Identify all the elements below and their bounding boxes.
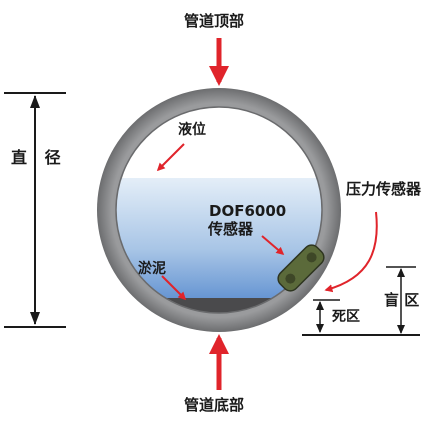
pressure-sensor-arrow [324,211,378,293]
pipe-inner-edge [115,106,323,314]
liquid-level-label: 液位 [178,122,206,138]
diameter-arrow-down [30,312,40,325]
diameter-arrow-up [30,95,40,108]
blind-zone-label: 盲 区 [384,291,420,309]
blind-zone-arrow-down [397,325,405,334]
diameter-label: 直 径 [11,148,67,167]
pipe-top-label: 管道顶部 [184,12,245,30]
dof6000-arrow [261,235,285,256]
dof6000-sensor [277,244,325,292]
liquid-level-arrow [156,143,185,172]
dead-zone-arrow-up [316,301,324,310]
sensor-product-label-line1: DOF6000 [209,202,287,220]
sludge-label: 淤泥 [138,261,166,277]
dead-zone-label: 死区 [332,309,360,325]
blind-zone-arrow-up [397,268,405,277]
dead-zone-arrow-down [316,324,324,333]
sensor-product-label-line2: 传感器 [208,220,254,238]
pressure-sensor-label: 压力传感器 [346,180,422,198]
sludge-arrow [161,275,187,301]
pipe-bottom-label: 管道底部 [184,396,245,414]
